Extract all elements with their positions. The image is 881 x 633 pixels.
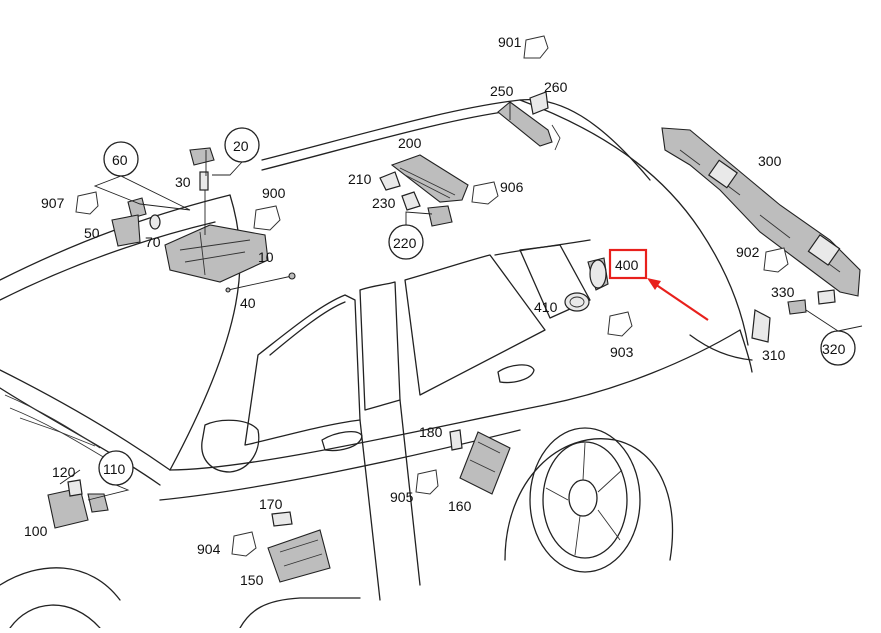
part-300: [661, 127, 861, 297]
label-906: 906: [500, 179, 524, 195]
label-70: 70: [145, 234, 161, 250]
highlight-arrow: [651, 281, 709, 321]
part-40: [225, 272, 296, 293]
parts-60-50-70: [111, 197, 161, 247]
label-330: 330: [771, 284, 795, 300]
label-20: 20: [233, 138, 249, 154]
part-400: [587, 257, 609, 291]
label-160: 160: [448, 498, 472, 514]
label-230: 230: [372, 195, 396, 211]
label-900: 900: [262, 185, 286, 201]
label-200: 200: [398, 135, 422, 151]
note-flags: [75, 35, 789, 557]
label-904: 904: [197, 541, 221, 557]
label-902: 902: [736, 244, 760, 260]
part-20-30: [189, 147, 215, 235]
leader-lines: [59, 102, 863, 501]
label-907: 907: [41, 195, 65, 211]
label-60: 60: [112, 152, 128, 168]
label-50: 50: [84, 225, 100, 241]
label-110: 110: [103, 461, 126, 477]
parts-100-120: [47, 479, 109, 529]
label-40: 40: [240, 295, 256, 311]
label-180: 180: [419, 424, 443, 440]
label-210: 210: [348, 171, 372, 187]
label-320: 320: [822, 341, 846, 357]
part-200: [390, 154, 469, 203]
label-250: 250: [490, 83, 514, 99]
label-30: 30: [175, 174, 191, 190]
label-903: 903: [610, 344, 634, 360]
highlight-box: [608, 248, 648, 280]
car-body: [0, 98, 753, 629]
parts-210-230-220: [379, 171, 453, 227]
label-170: 170: [259, 496, 283, 512]
label-260: 260: [544, 79, 568, 95]
highlight-arrowhead: [647, 278, 661, 290]
label-10: 10: [258, 249, 274, 265]
parts-160-180: [449, 429, 511, 495]
label-150: 150: [240, 572, 264, 588]
part-250-260: [497, 91, 561, 151]
label-400: 400: [615, 257, 639, 273]
part-10: [164, 224, 269, 283]
highlight-400: 400: [608, 248, 709, 321]
label-220: 220: [393, 235, 417, 251]
label-901: 901: [498, 34, 522, 50]
labels: 901 250 260 200 300 60 20 30 907 900 50 …: [24, 34, 846, 588]
part-410: [564, 292, 590, 312]
parts-310-330: [751, 289, 836, 343]
label-410: 410: [534, 299, 558, 315]
label-100: 100: [24, 523, 48, 539]
parts-150-170: [267, 511, 331, 583]
label-905: 905: [390, 489, 414, 505]
label-310: 310: [762, 347, 786, 363]
label-300: 300: [758, 153, 782, 169]
label-120: 120: [52, 464, 76, 480]
callout-circles: [98, 127, 856, 486]
